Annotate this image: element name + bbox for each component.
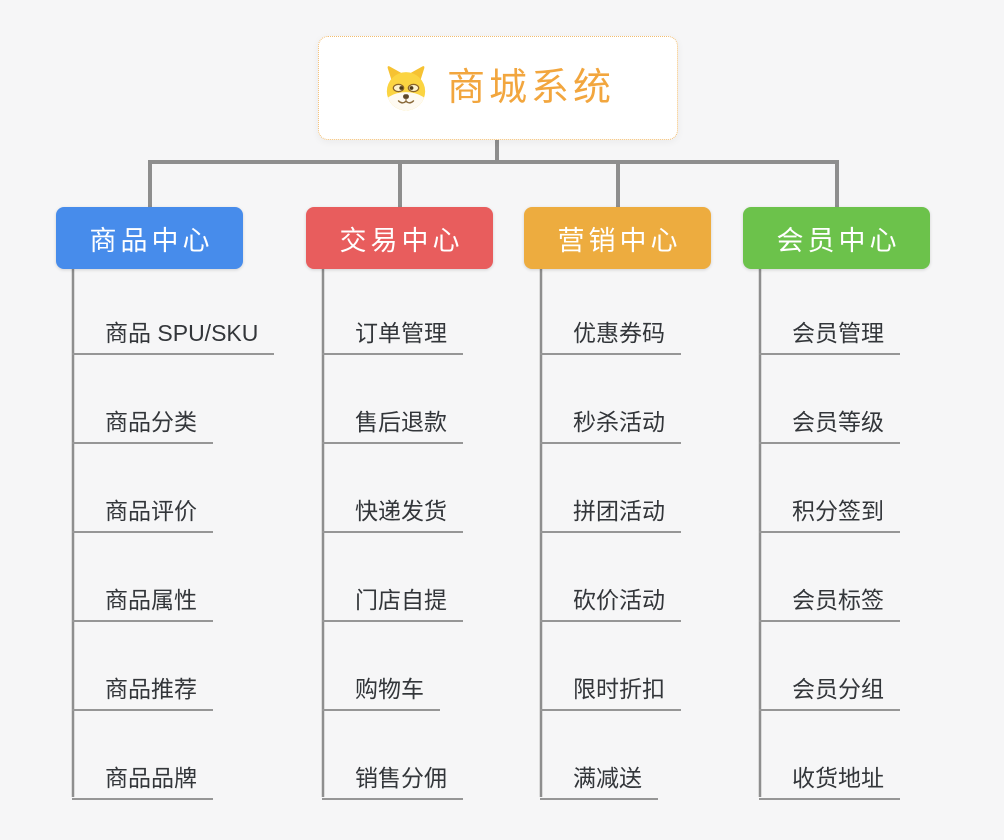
leaf-node[interactable]: 秒杀活动 (540, 404, 681, 444)
leaf-node[interactable]: 优惠券码 (540, 315, 681, 355)
branch-node-label: 营销中心 (557, 225, 682, 256)
leaf-node[interactable]: 商品品牌 (72, 760, 213, 800)
dog-icon (381, 62, 431, 114)
leaf-node[interactable]: 拼团活动 (540, 493, 681, 533)
leaf-node[interactable]: 限时折扣 (540, 671, 681, 711)
branch-node-marketing-center[interactable]: 营销中心 (524, 207, 711, 269)
root-node-label: 商城系统 (446, 67, 615, 109)
branch-node-label: 交易中心 (339, 225, 464, 256)
branch-node-label: 会员中心 (776, 225, 901, 256)
leaf-node[interactable]: 销售分佣 (322, 760, 463, 800)
leaf-node[interactable]: 售后退款 (322, 404, 463, 444)
leaf-node[interactable]: 商品 SPU/SKU (72, 315, 275, 355)
leaf-node[interactable]: 商品分类 (72, 404, 213, 444)
leaf-node[interactable]: 购物车 (322, 671, 440, 711)
branch-node-product-center[interactable]: 商品中心 (56, 207, 243, 269)
branch-node-label: 商品中心 (89, 225, 214, 256)
leaf-node[interactable]: 会员标签 (759, 582, 900, 622)
leaf-node[interactable]: 商品推荐 (72, 671, 213, 711)
leaf-node[interactable]: 收货地址 (759, 760, 900, 800)
leaf-node[interactable]: 会员分组 (759, 671, 900, 711)
leaf-node[interactable]: 订单管理 (322, 315, 463, 355)
leaf-node[interactable]: 商品属性 (72, 582, 213, 622)
root-node[interactable]: 商城系统 (318, 36, 678, 140)
leaf-node[interactable]: 满减送 (540, 760, 658, 800)
leaf-node[interactable]: 积分签到 (759, 493, 900, 533)
branch-node-member-center[interactable]: 会员中心 (743, 207, 930, 269)
leaf-node[interactable]: 会员管理 (759, 315, 900, 355)
branch-node-trade-center[interactable]: 交易中心 (306, 207, 493, 269)
leaf-node[interactable]: 砍价活动 (540, 582, 681, 622)
leaf-node[interactable]: 会员等级 (759, 404, 900, 444)
leaf-node[interactable]: 快递发货 (322, 493, 463, 533)
leaf-node[interactable]: 门店自提 (322, 582, 463, 622)
leaf-node[interactable]: 商品评价 (72, 493, 213, 533)
